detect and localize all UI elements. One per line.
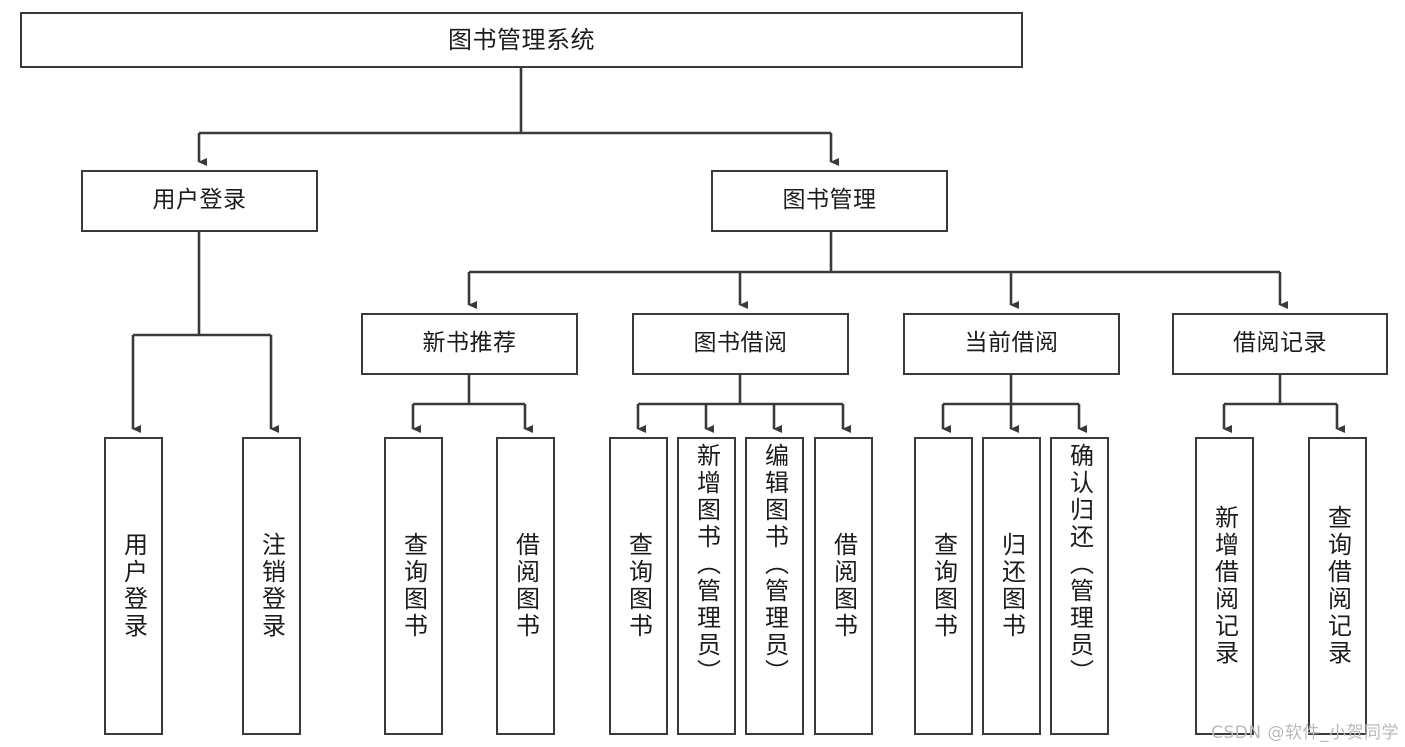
leaf-query-book-borrow-label: 查询图书 (624, 532, 653, 640)
leaf-edit-book-admin-label: 编辑图书（管理员） (760, 443, 789, 686)
leaf-borrow-book[interactable]: 借阅图书 (814, 437, 873, 735)
leaf-query-borrow-record-label: 查询借阅记录 (1323, 505, 1352, 667)
node-book-borrow[interactable]: 图书借阅 (632, 313, 849, 375)
leaf-borrow-book-label: 借阅图书 (829, 532, 858, 640)
leaf-user-login[interactable]: 用户登录 (104, 437, 163, 735)
node-new-book-recommend-label: 新书推荐 (422, 330, 517, 357)
leaf-return-book[interactable]: 归还图书 (982, 437, 1041, 735)
node-root[interactable]: 图书管理系统 (20, 12, 1023, 68)
leaf-borrow-book-recommend-label: 借阅图书 (511, 532, 540, 640)
node-book-borrow-label: 图书借阅 (693, 330, 788, 357)
node-current-borrow[interactable]: 当前借阅 (903, 313, 1120, 375)
node-new-book-recommend[interactable]: 新书推荐 (361, 313, 578, 375)
leaf-confirm-return-admin[interactable]: 确认归还（管理员） (1050, 437, 1109, 735)
leaf-query-book-recommend[interactable]: 查询图书 (384, 437, 443, 735)
leaf-add-book-admin-label: 新增图书（管理员） (692, 443, 721, 686)
node-current-borrow-label: 当前借阅 (964, 330, 1059, 357)
leaf-query-book-current-label: 查询图书 (929, 532, 958, 640)
leaf-logout-label: 注销登录 (257, 532, 286, 640)
node-borrow-record-label: 借阅记录 (1233, 330, 1327, 357)
leaf-add-borrow-record[interactable]: 新增借阅记录 (1195, 437, 1254, 735)
csdn-watermark: CSDN @软件_小贺同学 (1211, 723, 1399, 743)
leaf-logout[interactable]: 注销登录 (242, 437, 301, 735)
leaf-query-borrow-record[interactable]: 查询借阅记录 (1308, 437, 1367, 735)
leaf-add-borrow-record-label: 新增借阅记录 (1210, 505, 1239, 667)
leaf-return-book-label: 归还图书 (997, 532, 1026, 640)
node-user-login[interactable]: 用户登录 (81, 170, 318, 232)
leaf-add-book-admin[interactable]: 新增图书（管理员） (677, 437, 736, 735)
node-book-management[interactable]: 图书管理 (711, 170, 948, 232)
leaf-borrow-book-recommend[interactable]: 借阅图书 (496, 437, 555, 735)
leaf-confirm-return-admin-label: 确认归还（管理员） (1065, 443, 1094, 686)
node-book-management-label: 图书管理 (782, 187, 877, 214)
leaf-edit-book-admin[interactable]: 编辑图书（管理员） (745, 437, 804, 735)
node-user-login-label: 用户登录 (152, 187, 247, 214)
leaf-query-book-current[interactable]: 查询图书 (914, 437, 973, 735)
node-borrow-record[interactable]: 借阅记录 (1172, 313, 1388, 375)
leaf-query-book-recommend-label: 查询图书 (399, 532, 428, 640)
leaf-query-book-borrow[interactable]: 查询图书 (609, 437, 668, 735)
leaf-user-login-label: 用户登录 (119, 532, 148, 640)
node-root-label: 图书管理系统 (448, 25, 595, 54)
